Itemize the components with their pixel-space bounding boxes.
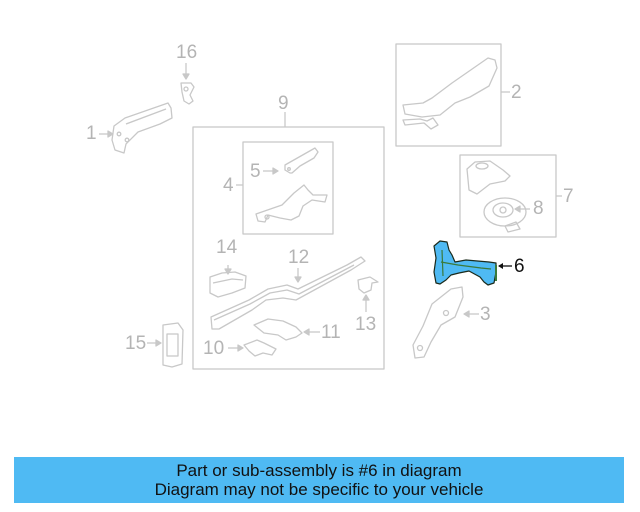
group-box-9 bbox=[192, 126, 385, 370]
part-6-highlight bbox=[433, 240, 497, 286]
callout-12[interactable]: 12 bbox=[288, 247, 310, 268]
callout-14[interactable]: 14 bbox=[216, 237, 238, 258]
group-box-2 bbox=[395, 43, 502, 147]
parts-diagram: 1 2 3 4 5 6 7 8 9 10 11 12 13 14 15 16 bbox=[86, 42, 574, 370]
callout-7[interactable]: 7 bbox=[563, 186, 574, 207]
group-box-4 bbox=[242, 141, 334, 235]
diagram-drawing bbox=[99, 43, 562, 370]
callout-16[interactable]: 16 bbox=[176, 42, 198, 63]
callout-8[interactable]: 8 bbox=[533, 198, 544, 219]
callout-4[interactable]: 4 bbox=[223, 175, 234, 196]
callout-15[interactable]: 15 bbox=[125, 333, 147, 354]
callout-2[interactable]: 2 bbox=[511, 82, 522, 103]
banner-disclaimer: Diagram may not be specific to your vehi… bbox=[154, 480, 484, 499]
callout-13[interactable]: 13 bbox=[355, 314, 377, 335]
info-banner: Part or sub-assembly is #6 in diagram Di… bbox=[14, 457, 624, 503]
callout-6[interactable]: 6 bbox=[514, 256, 525, 277]
callout-3[interactable]: 3 bbox=[480, 304, 491, 325]
banner-part-note: Part or sub-assembly is #6 in diagram bbox=[176, 461, 462, 480]
callout-10[interactable]: 10 bbox=[203, 338, 225, 359]
callout-11[interactable]: 11 bbox=[321, 322, 341, 343]
callout-1[interactable]: 1 bbox=[86, 123, 97, 144]
callout-5[interactable]: 5 bbox=[250, 161, 261, 182]
callout-9[interactable]: 9 bbox=[278, 93, 289, 114]
